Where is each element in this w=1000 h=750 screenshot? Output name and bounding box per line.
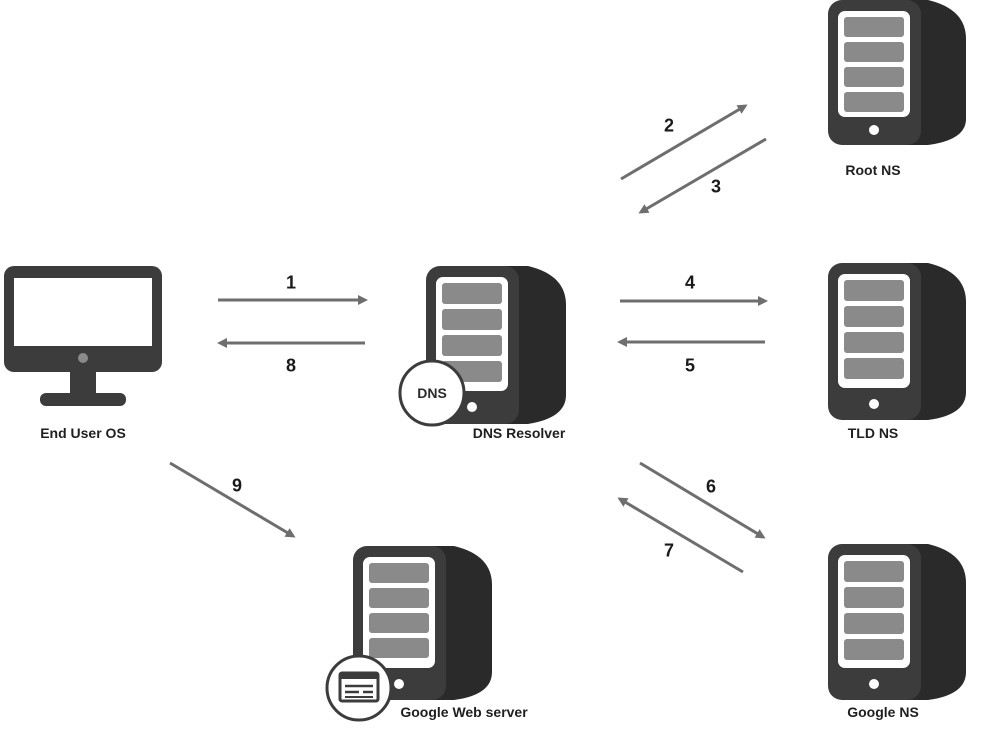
dns-badge: DNS — [398, 359, 466, 427]
google-ns-server-icon — [828, 544, 966, 700]
desktop-monitor-icon — [4, 266, 162, 406]
arrow-step-9 — [169, 461, 296, 538]
arrow-step-6 — [639, 461, 766, 539]
step-label-4: 4 — [684, 272, 696, 293]
end-user-os-label: End User OS — [40, 425, 126, 441]
arrow-step-2 — [620, 104, 748, 181]
step-label-1: 1 — [285, 272, 297, 293]
step-label-3: 3 — [710, 176, 722, 197]
arrow-step-7 — [617, 497, 744, 574]
root-ns-label: Root NS — [845, 162, 901, 178]
step-label-2: 2 — [663, 115, 675, 136]
dns-resolver-label: DNS Resolver — [472, 425, 566, 441]
step-label-8: 8 — [285, 355, 297, 376]
arrow-step-3 — [638, 137, 767, 214]
tld-ns-label: TLD NS — [847, 425, 899, 441]
tld-ns-server-icon — [828, 263, 966, 420]
google-web-server-label: Google Web server — [400, 704, 528, 720]
google-web-server-icon — [353, 546, 492, 700]
step-label-6: 6 — [705, 476, 717, 497]
step-label-5: 5 — [684, 355, 696, 376]
step-label-7: 7 — [663, 540, 675, 561]
google-ns-label: Google NS — [847, 704, 919, 720]
root-ns-server-icon — [828, 0, 966, 145]
step-label-9: 9 — [231, 475, 243, 496]
webpage-icon — [325, 654, 393, 722]
svg-text:DNS: DNS — [417, 385, 447, 401]
